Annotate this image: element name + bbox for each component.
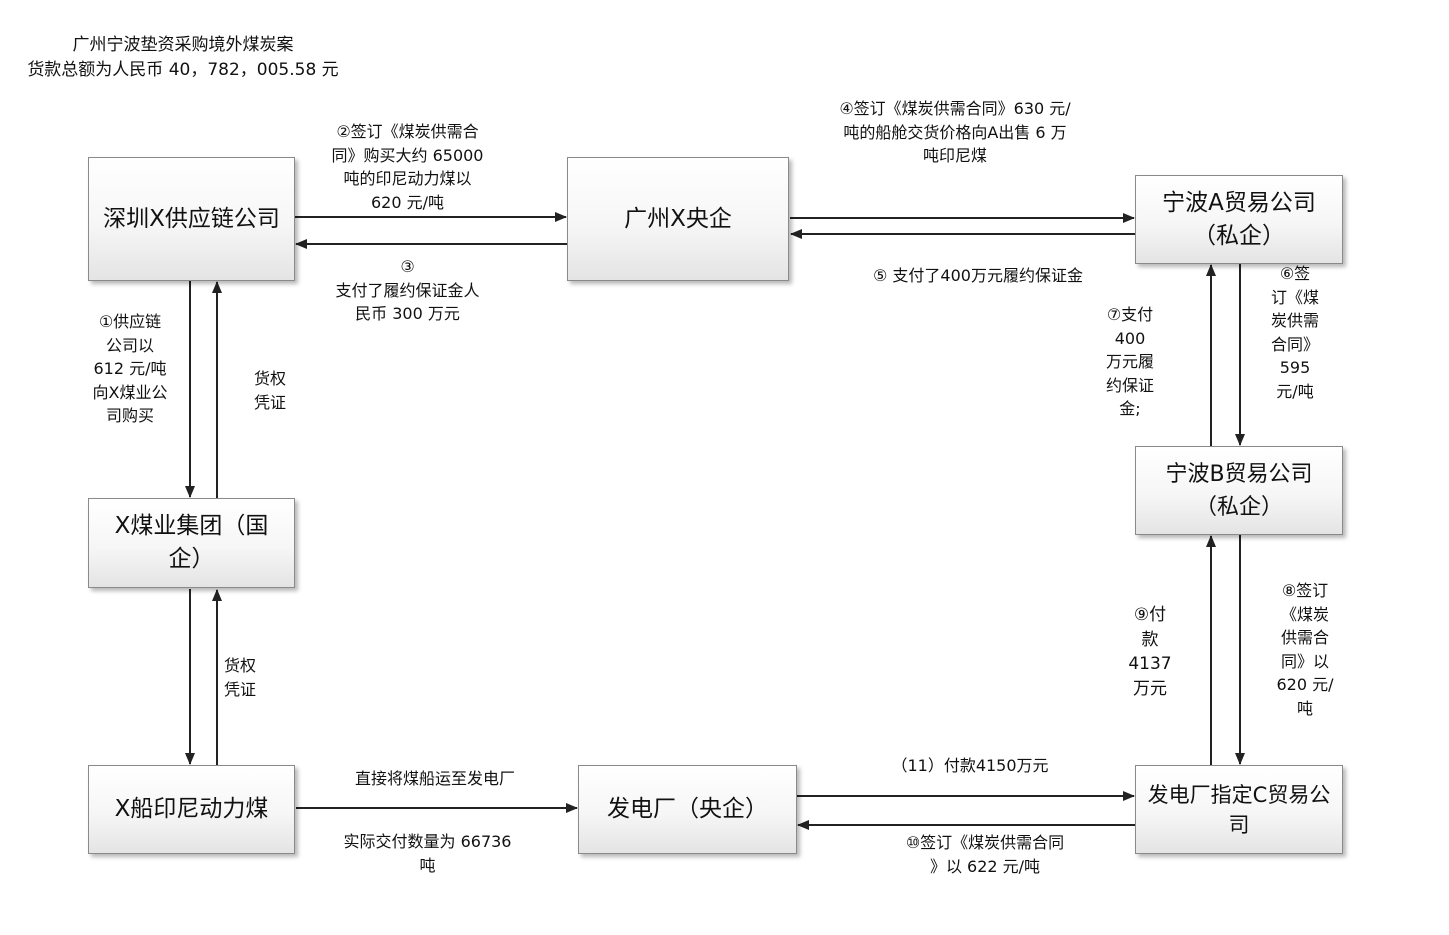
label-step-2: ②签订《煤炭供需合 同》购买大约 65000 吨的印尼动力煤以 620 元/吨 — [331, 122, 484, 212]
label-step-8: ⑧签订 《煤炭 供需合 同》以 620 元/ 吨 — [1276, 581, 1334, 718]
node-ningbo-a-trading: 宁波A贸易公司 （私企） — [1135, 175, 1343, 264]
label-step-9: ⑨付 款 4137 万元 — [1128, 605, 1172, 699]
node-label: 深圳X供应链公司 — [103, 205, 280, 232]
label-step-3: ③ 支付了履约保证金人 民币 300 万元 — [335, 257, 480, 323]
node-label: X煤业集团（国 企） — [114, 513, 269, 572]
label-goods-certificate-lower: 货权 凭证 — [223, 656, 256, 699]
diagram-title: 广州宁波垫资采购境外煤炭案 货款总额为人民币 40，782，005.58 元 — [18, 33, 348, 83]
node-label: X船印尼动力煤 — [114, 796, 269, 822]
node-power-plant: 发电厂（央企） — [578, 765, 797, 854]
node-c-trading: 发电厂指定C贸易公 司 — [1135, 765, 1343, 854]
node-shenzhen-supply-chain: 深圳X供应链公司 — [88, 157, 295, 281]
label-ship-direct: 直接将煤船运至发电厂 — [354, 769, 515, 788]
label-goods-certificate-upper: 货权 凭证 — [253, 369, 286, 412]
label-step-11: （11）付款4150万元 — [891, 756, 1049, 775]
node-label: 发电厂（央企） — [607, 796, 768, 822]
node-label: 发电厂指定C贸易公 司 — [1147, 782, 1331, 837]
node-x-coal-group: X煤业集团（国 企） — [88, 498, 295, 588]
label-step-1: ①供应链 公司以 612 元/吨 向X煤业公 司购买 — [92, 312, 168, 425]
title-line-2: 货款总额为人民币 40，782，005.58 元 — [27, 60, 339, 80]
label-step-4: ④签订《煤炭供需合同》630 元/ 吨的船舱交货价格向A出售 6 万 吨印尼煤 — [839, 99, 1071, 165]
label-step-5: ⑤ 支付了400万元履约保证金 — [873, 266, 1083, 285]
node-x-ship-coal: X船印尼动力煤 — [88, 765, 295, 854]
label-step-10: ⑩签订《煤炭供需合同 》以 622 元/吨 — [905, 833, 1065, 876]
node-guangzhou-central-enterprise: 广州X央企 — [567, 157, 789, 281]
label-step-7: ⑦支付 400 万元履 约保证 金; — [1105, 305, 1154, 418]
label-step-6: ⑥签 订《煤 炭供需 合同》 595 元/吨 — [1270, 264, 1319, 401]
node-label: 宁波A贸易公司 （私企） — [1162, 189, 1316, 249]
title-line-1: 广州宁波垫资采购境外煤炭案 — [72, 35, 294, 55]
node-label: 宁波B贸易公司 （私企） — [1165, 461, 1313, 520]
label-actual-quantity: 实际交付数量为 66736 吨 — [343, 832, 512, 875]
node-label: 广州X央企 — [624, 205, 732, 232]
node-ningbo-b-trading: 宁波B贸易公司 （私企） — [1135, 446, 1343, 535]
